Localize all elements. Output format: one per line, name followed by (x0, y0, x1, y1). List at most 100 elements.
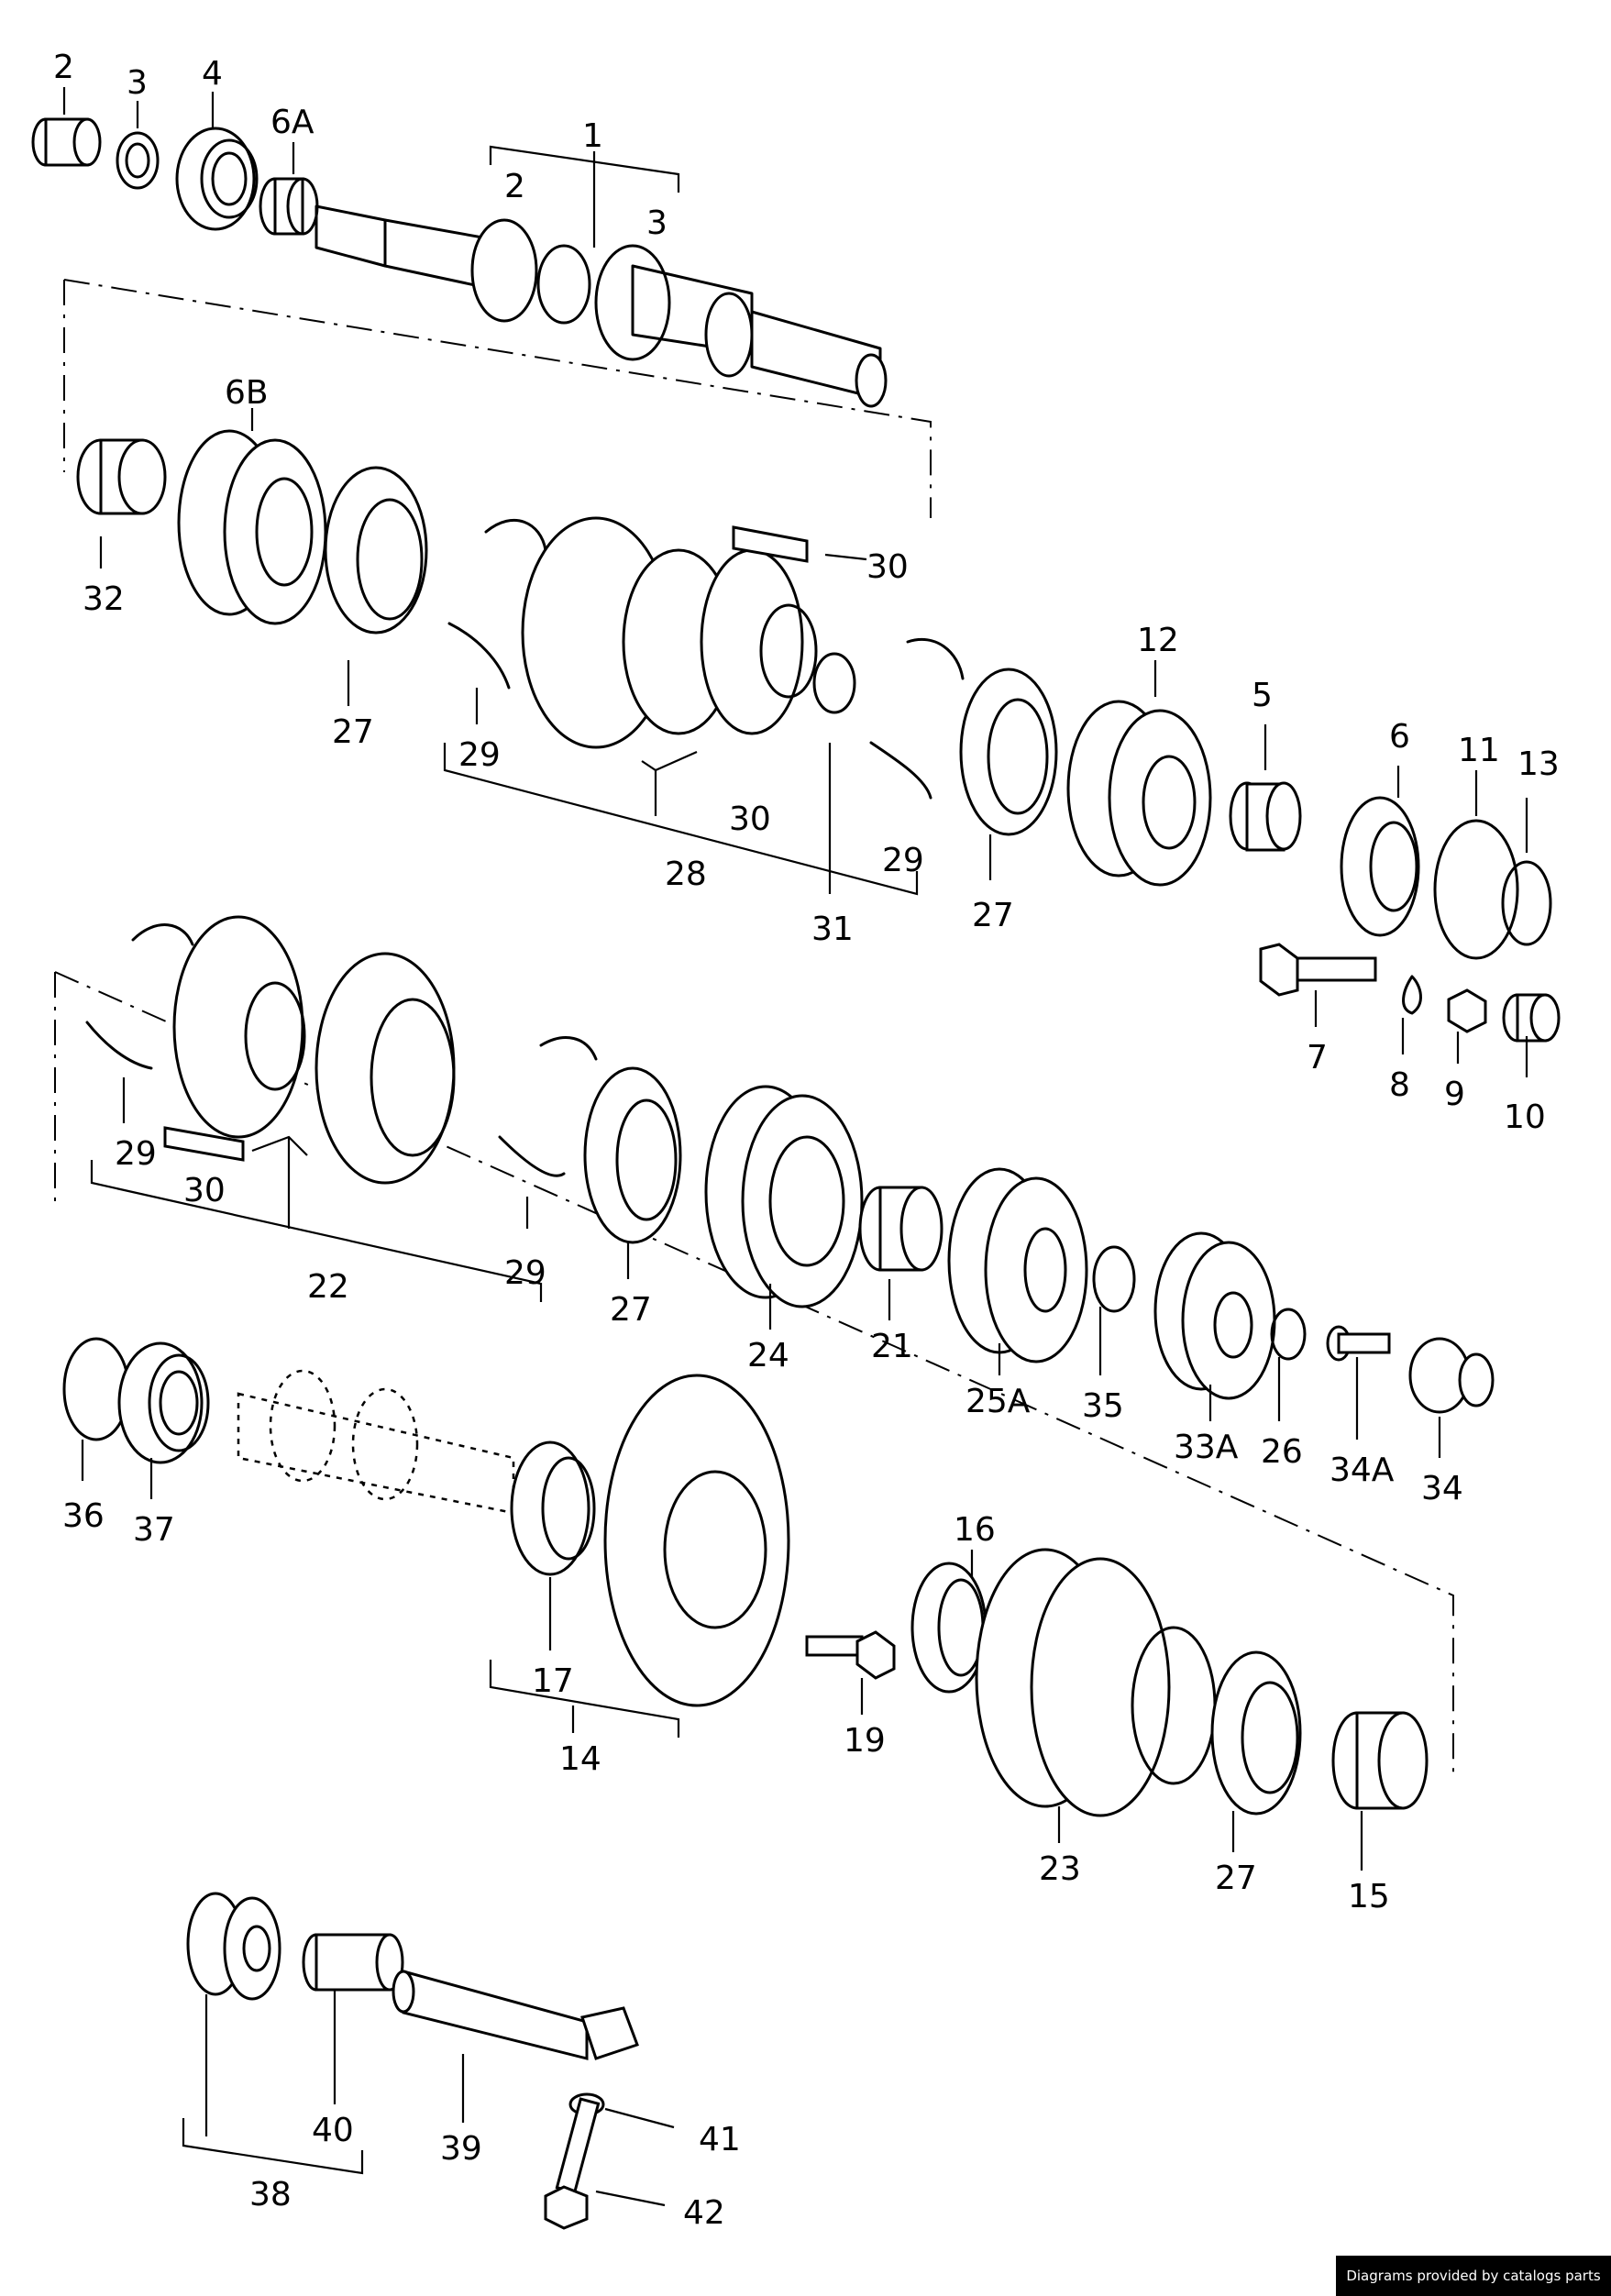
part-15-needle-bearing (1331, 1711, 1429, 1810)
part-1-input-shaft (314, 204, 888, 408)
label-12: 12 (1137, 622, 1179, 659)
part-10-plug (1502, 993, 1561, 1043)
part-11-ring (1433, 819, 1519, 960)
label-19: 19 (844, 1722, 886, 1760)
label-6B: 6B (225, 374, 269, 412)
part-38-gear (186, 1892, 281, 2001)
label-30: 30 (866, 548, 909, 586)
label-2-sub: 2 (504, 168, 525, 205)
label-16: 16 (954, 1511, 996, 1549)
label-34A: 34A (1330, 1452, 1395, 1489)
label-21: 21 (871, 1328, 913, 1365)
label-30-hub: 30 (729, 800, 771, 838)
label-35: 35 (1082, 1387, 1124, 1425)
label-27: 27 (332, 713, 374, 751)
label-24: 24 (747, 1337, 789, 1374)
label-7: 7 (1307, 1039, 1328, 1076)
part-29-spring-g (539, 1036, 598, 1061)
part-27-synchro-ring-3 (583, 1066, 682, 1244)
label-8: 8 (1389, 1066, 1410, 1104)
part-9-nut (1447, 988, 1487, 1033)
label-41: 41 (699, 2121, 741, 2158)
label-38: 38 (249, 2176, 292, 2213)
label-25A: 25A (965, 1383, 1031, 1420)
part-35-circlip (1092, 1245, 1136, 1313)
label-29-right: 29 (882, 842, 924, 879)
part-14-housing-plate (603, 1374, 790, 1707)
part-25A-gear (947, 1167, 1088, 1363)
part-4-bearing-ring (175, 127, 259, 231)
part-29-spring-h (498, 1135, 566, 1177)
part-29-spring-c (906, 637, 965, 680)
part-17-seal (510, 1441, 596, 1576)
part-37-bearing (117, 1341, 210, 1464)
label-3: 3 (127, 64, 148, 102)
label-36: 36 (62, 1497, 105, 1535)
part-6A-needle-bearing (259, 177, 319, 236)
part-30-key-top (732, 525, 809, 563)
part-5-needle-bearing (1229, 781, 1302, 852)
group-boundary-top (63, 279, 932, 518)
part-27-synchro-ring-4 (1210, 1650, 1302, 1816)
part-29-spring-f (85, 1021, 153, 1070)
group-boundary-middle (54, 971, 1454, 1779)
part-33A-gear (1153, 1231, 1276, 1400)
part-40-sleeve (302, 1933, 404, 1992)
callout-labels: 2 3 4 6A 1 2 3 6B 32 27 29 30 30 28 31 2… (53, 49, 1560, 2232)
label-9: 9 (1444, 1076, 1465, 1113)
part-13-circlip (1501, 860, 1552, 946)
label-3-sub: 3 (646, 204, 668, 242)
part-6B-gear (177, 429, 327, 625)
label-17: 17 (532, 1662, 574, 1700)
label-31: 31 (811, 911, 854, 948)
label-27-bottom: 27 (1215, 1860, 1257, 1897)
footer-credit: Diagrams provided by catalogs parts (1336, 2256, 1611, 2296)
part-34-cap (1408, 1337, 1495, 1414)
label-10: 10 (1504, 1098, 1546, 1136)
part-22-synchro-hub (172, 915, 456, 1185)
part-26-circlip (1270, 1308, 1307, 1361)
label-11: 11 (1458, 732, 1500, 769)
label-6: 6 (1389, 718, 1410, 756)
part-31-circlip (812, 652, 856, 714)
part-3-seal (116, 131, 160, 190)
label-28: 28 (665, 855, 707, 893)
part-36-ring (62, 1337, 130, 1441)
label-40: 40 (312, 2112, 354, 2149)
label-39: 39 (440, 2130, 482, 2168)
label-27-right: 27 (972, 897, 1014, 934)
part-24-gear (704, 1085, 864, 1308)
ghost-shaft-dotted (237, 1369, 515, 1515)
label-29-lower: 29 (115, 1135, 157, 1173)
part-6-ball-bearing (1340, 796, 1420, 937)
label-22: 22 (307, 1268, 349, 1306)
label-2: 2 (53, 49, 74, 86)
leaders (62, 87, 1528, 2207)
label-34: 34 (1421, 1470, 1463, 1507)
part-29-spring-a (484, 518, 547, 552)
label-37: 37 (133, 1511, 175, 1549)
label-14: 14 (559, 1740, 601, 1778)
label-27-mid: 27 (610, 1291, 652, 1329)
part-8-clip (1402, 975, 1422, 1015)
part-30-key-bottom (163, 1126, 245, 1162)
part-21-needle-bearing (858, 1186, 943, 1272)
label-15: 15 (1348, 1878, 1390, 1915)
part-34A-bolt (1326, 1325, 1391, 1362)
part-12-gear (1066, 700, 1212, 887)
label-23: 23 (1039, 1850, 1081, 1888)
label-26: 26 (1261, 1433, 1303, 1471)
part-16-ring (910, 1562, 988, 1694)
label-4: 4 (202, 55, 223, 93)
part-29-spring-d (869, 741, 932, 800)
part-2-small-gear (31, 117, 102, 167)
part-29-spring-b (447, 622, 511, 690)
part-23-gear (975, 1548, 1217, 1817)
part-32-needle-bearing (76, 438, 167, 515)
part-27-synchro-ring-2 (959, 668, 1058, 836)
label-32: 32 (83, 580, 125, 618)
part-19-bolt (805, 1630, 896, 1680)
label-5: 5 (1252, 677, 1273, 714)
part-28-synchro-hub (521, 516, 818, 749)
